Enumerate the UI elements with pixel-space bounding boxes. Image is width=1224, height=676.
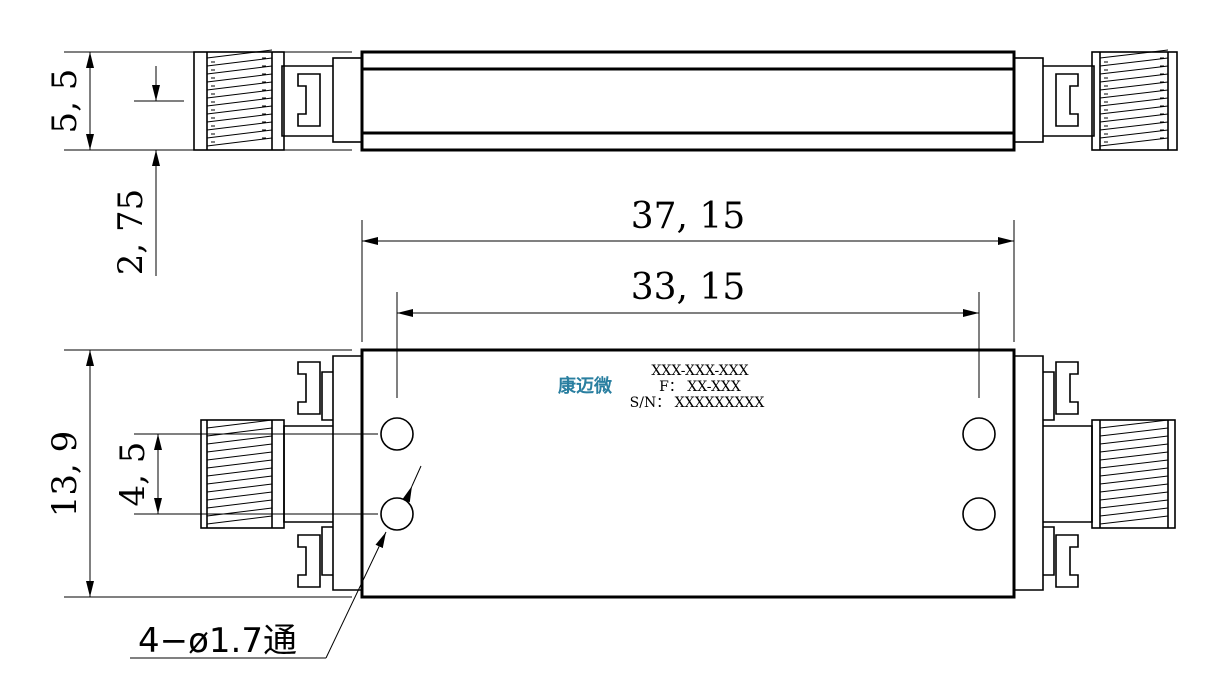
side-body-outline <box>360 50 1016 152</box>
top-right-connector <box>1014 355 1176 591</box>
dim-overall-length-text: 37, 15 <box>631 196 746 237</box>
mounting-hole-top-right <box>962 417 996 451</box>
dim-hole-vertical-text: 4, 5 <box>113 442 153 507</box>
top-body-outline <box>360 348 1016 599</box>
side-view: 5, 5 2, 75 <box>45 49 1178 276</box>
mounting-hole-bottom-right <box>962 497 996 531</box>
top-view: 康迈微 XXX-XXX-XXX F： XX-XXX S/N： XXXXXXXXX <box>45 348 1176 661</box>
dim-height-top: 5, 5 <box>45 51 352 151</box>
product-label: 康迈微 XXX-XXX-XXX F： XX-XXX S/N： XXXXXXXXX <box>558 363 764 411</box>
label-frequency: F： XX-XXX <box>659 379 741 395</box>
label-serial: S/N： XXXXXXXXX <box>630 395 765 411</box>
dim-hole-spacing-text: 33, 15 <box>631 267 746 308</box>
dim-offset-top: 2, 75 <box>111 66 184 276</box>
dim-height-top-text: 5, 5 <box>45 69 85 134</box>
label-part-number: XXX-XXX-XXX <box>651 363 748 379</box>
dim-hole-spacing: 33, 15 <box>396 267 980 398</box>
hole-callout: 4−ø1.7通 <box>130 465 422 661</box>
side-right-connector <box>1013 49 1178 151</box>
dim-overall-height: 13, 9 <box>45 349 352 598</box>
mounting-hole-bottom-left <box>380 497 414 531</box>
dim-hole-vertical: 4, 5 <box>113 433 378 515</box>
hole-callout-text: 4−ø1.7通 <box>138 621 297 661</box>
dim-offset-top-text: 2, 75 <box>111 189 151 276</box>
mounting-hole-top-left <box>380 417 414 451</box>
side-left-connector <box>193 49 363 151</box>
top-left-connector <box>200 355 362 591</box>
brand-logo: 康迈微 <box>558 375 612 397</box>
dim-overall-length: 37, 15 <box>361 196 1015 342</box>
dim-overall-height-text: 13, 9 <box>45 431 85 518</box>
